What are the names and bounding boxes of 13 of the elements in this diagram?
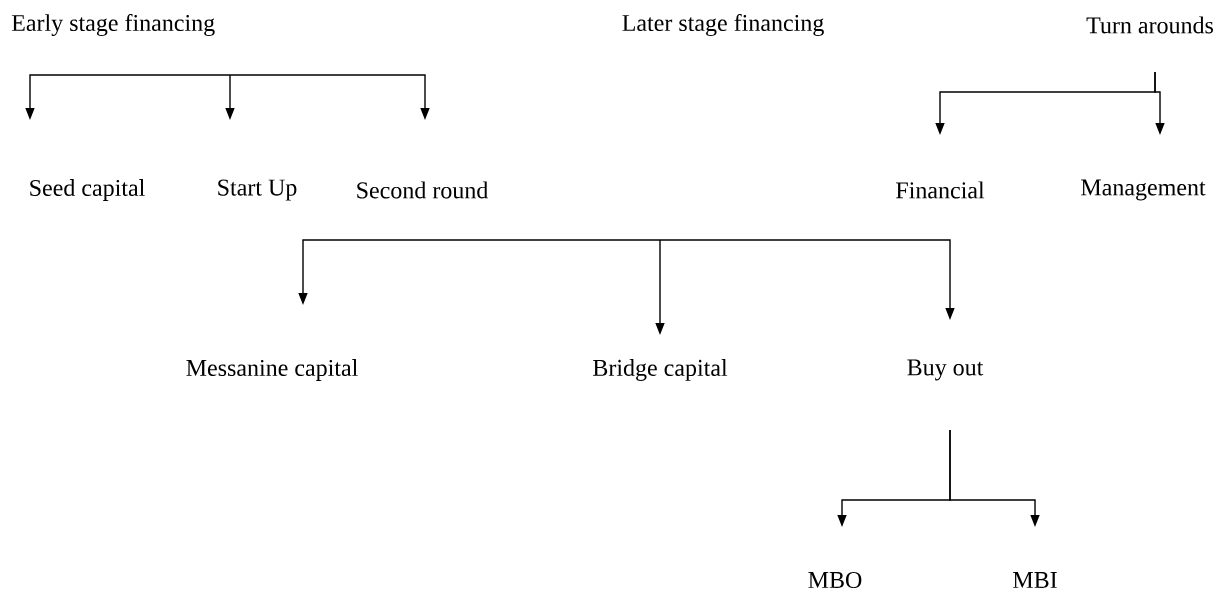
text-label: Bridge capital <box>593 359 728 381</box>
text-label: Second round <box>357 181 489 199</box>
text-label: Early stage financing <box>11 13 215 37</box>
text-label: Messanine capital <box>186 359 358 381</box>
text-label: Later stage financing <box>622 13 824 37</box>
text-label: Turn arounds <box>1086 16 1213 34</box>
text-label: MBO <box>808 571 862 589</box>
text-label: Start Up <box>218 179 297 201</box>
text-label: Financial <box>896 181 985 199</box>
text-label: Seed capital <box>30 179 145 201</box>
text-label: Management <box>1081 179 1206 201</box>
text-label: MBI <box>1013 572 1057 588</box>
text-label: Buy out <box>907 359 984 381</box>
